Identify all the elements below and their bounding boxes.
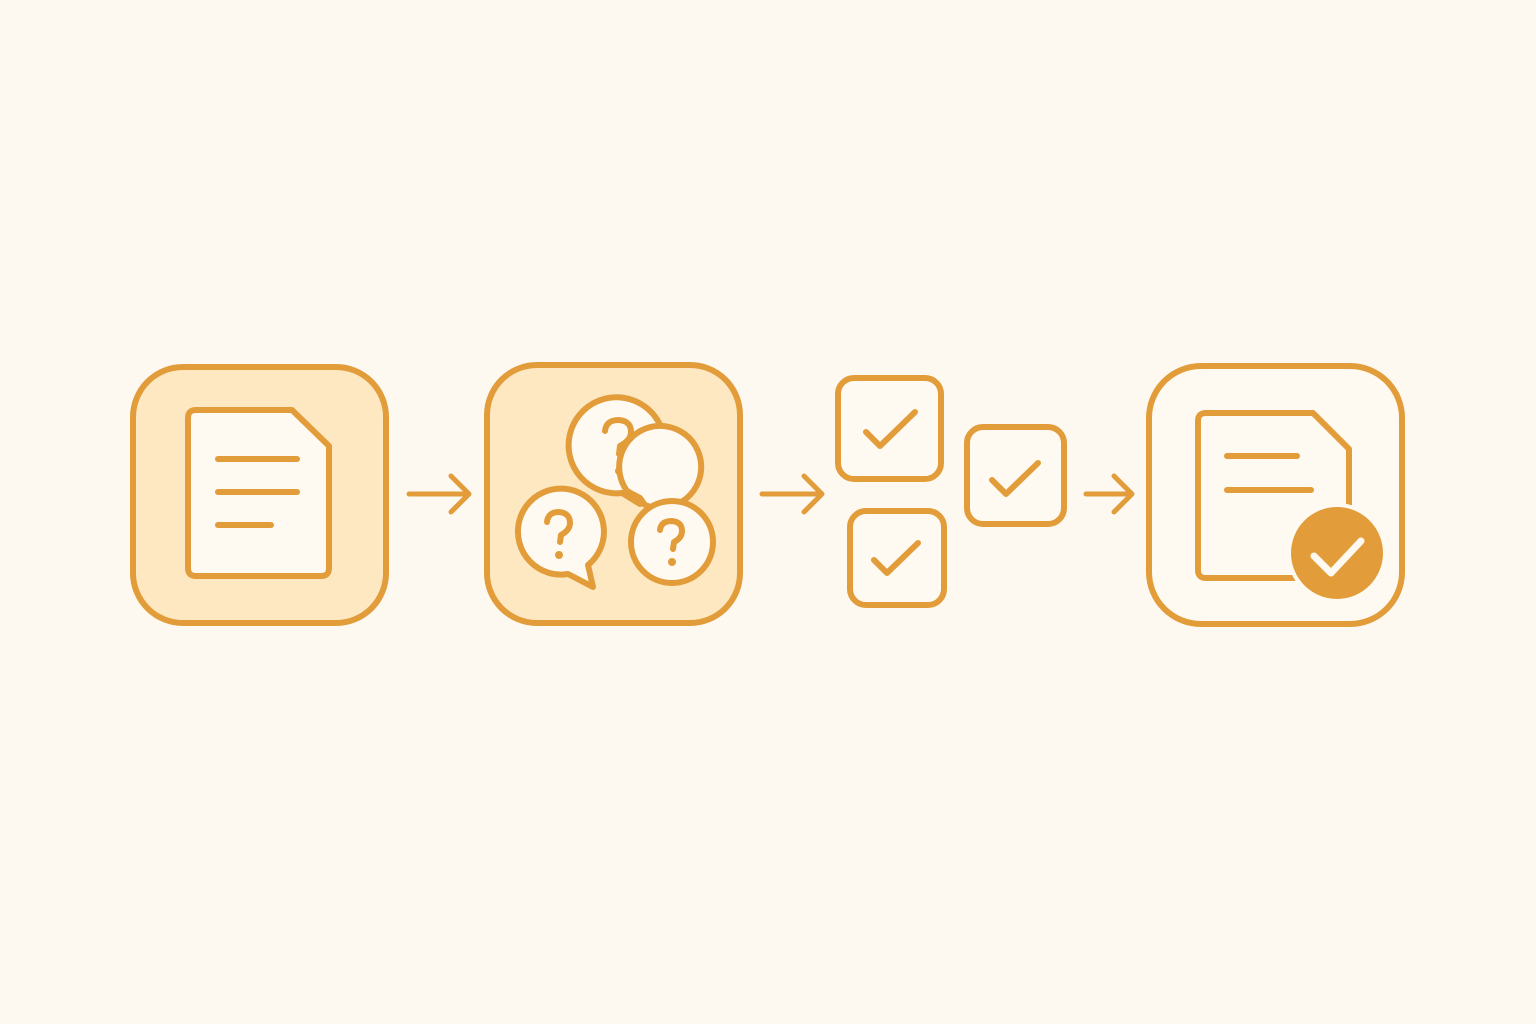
document-icon: [185, 407, 332, 579]
step-approved-document: [1146, 363, 1405, 627]
question-bubbles-icon: [514, 394, 716, 590]
approved-document-icon: [1195, 410, 1387, 603]
question-bubble-right-icon: [616, 422, 716, 586]
arrow-right-icon: [759, 473, 825, 515]
arrow-right-icon: [406, 473, 472, 515]
checkbox-checked-icon: [964, 424, 1067, 527]
check-badge-icon: [1287, 503, 1387, 603]
checkbox-group-icon: [835, 375, 1067, 608]
step-document: [130, 364, 389, 626]
step-questions: [484, 362, 743, 626]
checkbox-checked-icon: [835, 375, 944, 482]
checkbox-checked-icon: [847, 508, 947, 608]
arrow-right-icon: [1083, 473, 1135, 515]
question-bubble-left-icon: [514, 485, 607, 590]
